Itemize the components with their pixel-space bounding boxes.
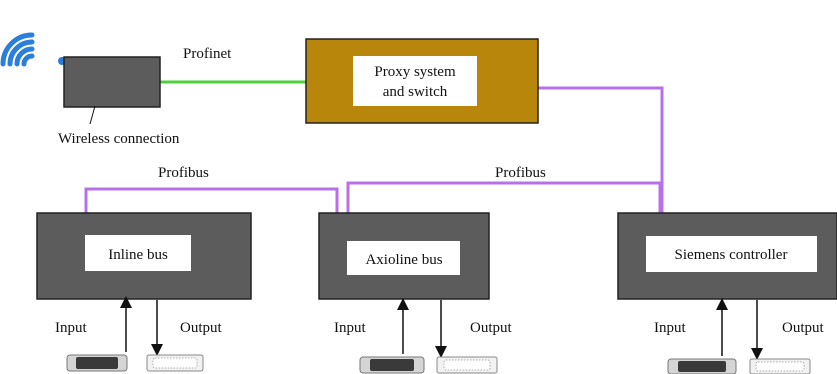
axioline-io-group: Input Output — [334, 298, 513, 374]
axioline-bus-label: Axioline bus — [365, 252, 442, 268]
profibus-line-left — [84, 187, 339, 213]
profibus-left-label: Profibus — [158, 165, 209, 181]
inline-bus-label: Inline bus — [108, 247, 168, 263]
db25-female-connector-icon — [749, 358, 811, 374]
proxy-label-line2: and switch — [383, 84, 448, 100]
wireless-leader-line — [89, 105, 96, 125]
profibus-line-right — [346, 181, 662, 213]
db25-male-connector-icon — [667, 358, 737, 374]
siemens-input-label: Input — [654, 320, 686, 336]
siemens-label-box — [646, 236, 817, 272]
wireless-connection-label: Wireless connection — [58, 131, 180, 147]
profibus-right-label: Profibus — [495, 165, 546, 181]
proxy-label-box — [353, 56, 477, 106]
proxy-label-line1: Proxy system — [374, 64, 456, 80]
profinet-label: Profinet — [183, 46, 232, 62]
axioline-output-label: Output — [470, 320, 513, 336]
siemens-io-group: Input Output — [654, 298, 825, 374]
inline-io-group: Input Output — [55, 296, 223, 372]
db25-female-connector-icon — [436, 356, 498, 374]
axioline-input-label: Input — [334, 320, 366, 336]
wifi-signal-icon — [0, 32, 35, 67]
wireless-module — [63, 56, 161, 108]
db25-female-connector-icon — [146, 354, 204, 372]
siemens-controller-label: Siemens controller — [675, 247, 788, 263]
proxy-to-siemens-line — [538, 86, 664, 213]
siemens-output-label: Output — [782, 320, 825, 336]
inline-input-label: Input — [55, 320, 87, 336]
inline-output-label: Output — [180, 320, 223, 336]
inline-label-box — [85, 235, 191, 271]
db25-male-connector-icon — [359, 356, 425, 374]
axioline-label-box — [347, 241, 460, 275]
db25-male-connector-icon — [66, 354, 128, 372]
